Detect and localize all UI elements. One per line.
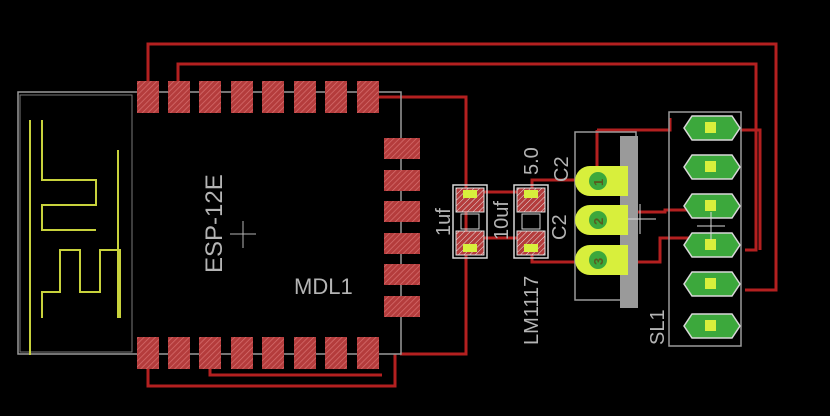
pad — [384, 233, 420, 254]
pad — [231, 81, 253, 113]
pad — [199, 337, 221, 369]
cap-ref-label-2: C2 — [551, 156, 573, 182]
pad — [168, 337, 190, 369]
antenna-keepout — [19, 94, 133, 353]
pad — [137, 81, 159, 113]
pad — [262, 337, 284, 369]
connector-pin — [683, 154, 741, 180]
module-ref-label: MDL1 — [294, 274, 353, 299]
connector-outline — [668, 111, 742, 347]
pad — [199, 81, 221, 113]
pad — [294, 81, 316, 113]
module-pads-bottom — [137, 337, 379, 369]
connector-cross — [697, 212, 725, 240]
capacitor-right — [513, 184, 549, 259]
pad — [384, 170, 420, 191]
pad — [357, 81, 379, 113]
trace-conn-right — [740, 128, 762, 250]
module-pads-top — [137, 81, 379, 113]
connector-pins — [683, 115, 741, 339]
reg-pin-3-label: 3 — [591, 258, 606, 265]
trace-reg-top — [597, 118, 672, 132]
pad — [325, 337, 347, 369]
trace-bottom — [146, 354, 397, 388]
regulator: 1 2 3 — [574, 131, 656, 308]
connector-pin — [683, 313, 741, 339]
regulator-pads — [575, 166, 628, 275]
connector-pin — [683, 271, 741, 297]
regulator-voltage-label: 5.0 — [521, 147, 543, 175]
antenna-trace — [29, 120, 121, 355]
pad — [325, 81, 347, 113]
connector-pin — [683, 232, 741, 258]
trace-top-outer — [146, 42, 778, 292]
pad — [384, 296, 420, 317]
connector-sl1 — [668, 111, 742, 347]
module-center-cross — [230, 221, 256, 248]
connector-pin — [683, 115, 741, 141]
cap-ref-label: C2 — [549, 214, 571, 240]
cap-right-value-label: 10uf — [491, 201, 513, 240]
pad — [384, 138, 420, 159]
module-pads-right — [384, 138, 420, 317]
pad — [137, 337, 159, 369]
connector-ref-label: SL1 — [647, 309, 669, 345]
cap-left-value-label: 1uf — [433, 208, 455, 236]
trace-top-inner — [176, 62, 758, 252]
pad — [384, 264, 420, 285]
trace-cap-bus-top — [466, 178, 595, 194]
regulator-cross — [625, 204, 656, 234]
connector-pin — [683, 193, 741, 219]
pad — [168, 81, 190, 113]
pad — [294, 337, 316, 369]
pad — [357, 337, 379, 369]
reg-pin-1-label: 1 — [591, 179, 606, 186]
pad — [231, 337, 253, 369]
pad — [384, 201, 420, 222]
reg-pin-2-label: 2 — [591, 218, 606, 225]
trace-right-vertical — [360, 95, 468, 356]
pad — [262, 81, 284, 113]
capacitor-left — [452, 184, 488, 259]
module-name-label: ESP-12E — [201, 174, 228, 273]
regulator-name-label: LM1117 — [521, 276, 543, 345]
